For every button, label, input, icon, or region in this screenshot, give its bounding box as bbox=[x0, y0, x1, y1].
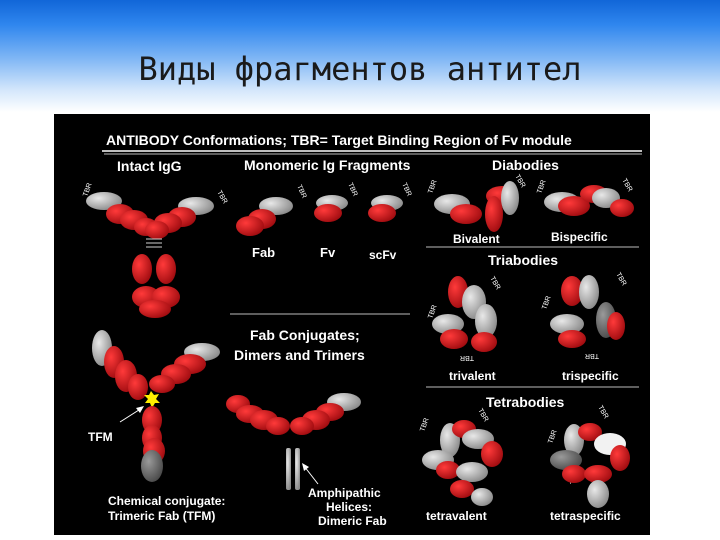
fc-domain bbox=[132, 254, 152, 284]
amphipathic-label: Amphipathic bbox=[308, 486, 381, 500]
tetrabody-domain bbox=[584, 465, 612, 483]
triabody-domain bbox=[558, 330, 586, 348]
amphipathic-helix bbox=[295, 448, 300, 490]
tbr-tag: TBR bbox=[346, 182, 358, 198]
triabody-domain bbox=[440, 329, 468, 349]
bivalent-diabody-diagram: TBR TBR bbox=[427, 174, 526, 232]
fab-arm-domain bbox=[141, 450, 163, 482]
helix-arrowhead bbox=[302, 463, 309, 471]
tetrabody-domain bbox=[578, 423, 602, 441]
fab-arm-domain bbox=[149, 375, 175, 393]
tetrabody-domain bbox=[471, 488, 493, 506]
tbr-tag: TBR bbox=[419, 417, 430, 433]
trimeric-fab-label: Trimeric Fab (TFM) bbox=[108, 509, 215, 523]
triabody-domain bbox=[432, 314, 464, 334]
tetrabody-domain bbox=[481, 441, 503, 467]
trivalent-label: trivalent bbox=[449, 369, 496, 383]
tbr-tag: TBR bbox=[427, 179, 438, 195]
monomeric-label: Monomeric Ig Fragments bbox=[244, 157, 411, 173]
tbr-tag: TBR bbox=[547, 429, 558, 445]
tetrabody-domain bbox=[610, 445, 630, 471]
tbr-tag: TBR bbox=[596, 405, 609, 421]
dimers-trimers-label: Dimers and Trimers bbox=[234, 347, 365, 363]
diabody-domain bbox=[501, 181, 519, 215]
intact-igg-diagram: TBR TBR bbox=[82, 182, 228, 318]
heavy-domain bbox=[145, 221, 169, 239]
bivalent-label: Bivalent bbox=[453, 232, 500, 246]
fv-label: Fv bbox=[320, 245, 336, 260]
trispecific-label: trispecific bbox=[562, 369, 619, 383]
fab-conjugates-label: Fab Conjugates; bbox=[250, 327, 360, 343]
tfm-label: TFM bbox=[88, 430, 113, 444]
tbr-tag: TBR bbox=[400, 182, 412, 198]
fc-domain bbox=[139, 300, 171, 318]
triabody-domain bbox=[471, 332, 497, 352]
tfm-linker bbox=[144, 391, 160, 408]
fv-domain bbox=[314, 204, 342, 222]
triabody-domain bbox=[607, 312, 625, 340]
tbr-tag: TBR bbox=[536, 179, 547, 195]
fab-arm-domain bbox=[266, 417, 290, 435]
fv-diagram: TBR bbox=[314, 182, 358, 222]
tetrabody-domain bbox=[562, 465, 586, 483]
diabody-domain bbox=[558, 196, 590, 216]
helices-label: Helices: bbox=[326, 500, 372, 514]
antibody-diagram: ANTIBODY Conformations; TBR= Target Bind… bbox=[82, 132, 642, 528]
tbr-tag: TBR bbox=[614, 272, 627, 288]
tetrabodies-label: Tetrabodies bbox=[486, 394, 565, 410]
slide-header-gradient bbox=[0, 0, 720, 112]
tetrabody-domain bbox=[587, 480, 609, 508]
trispecific-triabody-diagram: TBR TBR TBR bbox=[541, 272, 627, 360]
tetraspecific-label: tetraspecific bbox=[550, 509, 621, 523]
triabody-domain bbox=[579, 275, 599, 309]
tetravalent-tetrabody-diagram: TBR TBR bbox=[419, 408, 503, 506]
chemical-conjugate-label: Chemical conjugate: bbox=[108, 494, 225, 508]
bispecific-diabody-diagram: TBR TBR bbox=[536, 178, 634, 217]
tbr-tag: TBR bbox=[460, 354, 474, 361]
trimeric-fab-diagram bbox=[92, 330, 220, 482]
figure-header: ANTIBODY Conformations; TBR= Target Bind… bbox=[106, 132, 572, 148]
slide-title: Виды фрагментов антител bbox=[138, 50, 582, 88]
tbr-tag: TBR bbox=[620, 178, 633, 194]
tfm-arrowhead bbox=[136, 406, 144, 413]
antibody-figure: ANTIBODY Conformations; TBR= Target Bind… bbox=[54, 114, 650, 535]
fc-domain bbox=[156, 254, 176, 284]
tetrabody-domain bbox=[450, 480, 474, 498]
diabody-domain bbox=[450, 204, 482, 224]
tbr-tag: TBR bbox=[427, 304, 438, 320]
tetrabody-domain bbox=[436, 461, 460, 479]
fab-diagram: TBR bbox=[236, 184, 307, 236]
bispecific-label: Bispecific bbox=[551, 230, 608, 244]
scfv-domain bbox=[368, 204, 396, 222]
tbr-tag: TBR bbox=[488, 276, 501, 292]
diabodies-label: Diabodies bbox=[492, 157, 559, 173]
triabody-domain bbox=[475, 304, 497, 338]
diabody-domain bbox=[610, 199, 634, 217]
tbr-tag: TBR bbox=[541, 295, 552, 311]
tbr-tag: TBR bbox=[82, 182, 93, 198]
tetraspecific-tetrabody-diagram: TBR TBR TBR bbox=[547, 405, 630, 508]
dimeric-fab-label: Dimeric Fab bbox=[318, 514, 387, 528]
tbr-tag: TBR bbox=[215, 190, 228, 206]
amphipathic-helix bbox=[286, 448, 291, 490]
scfv-diagram: TBR bbox=[368, 182, 412, 222]
intact-igg-label: Intact IgG bbox=[117, 158, 182, 174]
fab-arm-domain bbox=[290, 417, 314, 435]
scfv-label: scFv bbox=[369, 248, 397, 262]
tetrabody-domain bbox=[456, 462, 488, 482]
dimeric-fab-diagram bbox=[226, 393, 361, 490]
triabody-domain bbox=[550, 314, 584, 334]
fab-domain bbox=[236, 216, 264, 236]
fab-label: Fab bbox=[252, 245, 275, 260]
diabody-domain bbox=[485, 196, 503, 232]
fab-arm-domain bbox=[128, 374, 148, 400]
tetravalent-label: tetravalent bbox=[426, 509, 487, 523]
triabodies-label: Triabodies bbox=[488, 252, 558, 268]
tbr-tag: TBR bbox=[585, 352, 599, 359]
trivalent-triabody-diagram: TBR TBR TBR bbox=[427, 276, 501, 362]
tbr-tag: TBR bbox=[295, 184, 307, 200]
triabody-domain bbox=[561, 276, 583, 306]
